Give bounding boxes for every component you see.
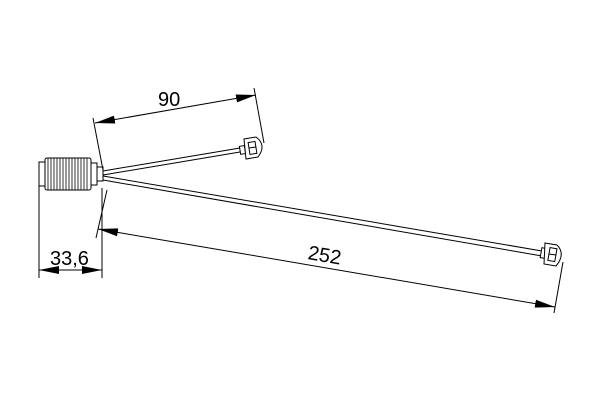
dimension-label-90: 90 bbox=[158, 89, 180, 111]
short-connector bbox=[238, 136, 263, 160]
extension-line-left bbox=[92, 117, 104, 171]
short-lead-wire bbox=[102, 147, 241, 176]
dimension-line-90 bbox=[94, 94, 257, 124]
long-connector bbox=[539, 242, 562, 267]
dimension-90 bbox=[92, 87, 265, 171]
dimension-line-252 bbox=[97, 228, 556, 308]
extension-line-right bbox=[553, 261, 564, 314]
bellows-grommet bbox=[38, 157, 104, 191]
dimension-33-6 bbox=[38, 186, 103, 278]
extension-line-right bbox=[253, 87, 265, 144]
dimension-label-33-6: 33,6 bbox=[50, 248, 89, 270]
